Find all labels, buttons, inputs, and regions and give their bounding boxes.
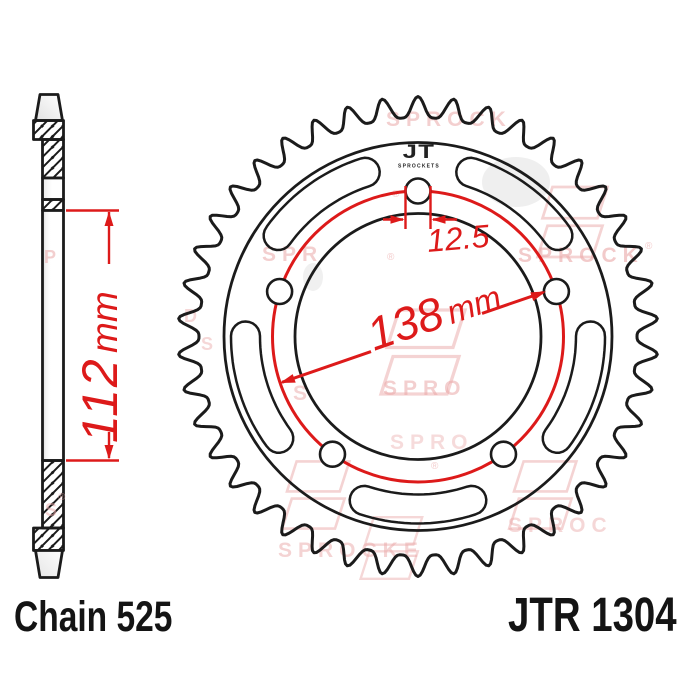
watermark-text: S: [201, 334, 213, 354]
lightening-slot: [455, 156, 574, 252]
watermark-logo-lower-shape: [358, 550, 420, 581]
watermark-jt-logo: [535, 185, 610, 259]
watermark-logo-upper-shape: [363, 515, 424, 546]
jt-logo-mark: JT: [403, 141, 436, 162]
chain-size-label: Chain 525: [14, 593, 173, 641]
arrowhead-down: [104, 445, 114, 460]
side-view-bottom-tooth: [34, 549, 64, 579]
bolt-hole: [265, 277, 294, 306]
watermark-jt-logo: [378, 308, 468, 396]
arrowhead-up: [104, 211, 114, 226]
side-view-top-tooth: [34, 93, 64, 122]
jt-logo-subtext: SPROCKETS: [398, 164, 440, 170]
bolt-hole: [489, 440, 518, 469]
sprocket-body-circle: [222, 141, 614, 532]
watermark-jt-logo: [358, 515, 424, 581]
watermark-registered-symbol: ®: [387, 252, 395, 263]
lightening-slot: [541, 320, 607, 454]
side-view-hatched-band: [41, 198, 65, 212]
inner-width-unit: mm: [84, 291, 125, 353]
background-smudges: [303, 157, 550, 291]
arrowhead-upper-right: [530, 291, 546, 301]
dimension-annotations: 112 mm 12.5 138 mm: [66, 186, 546, 462]
inner-width-value: 112: [72, 357, 128, 443]
watermark-logo-lower-shape: [378, 354, 462, 396]
arrowhead-right: [390, 215, 405, 224]
gray-smudge: [482, 157, 550, 207]
bolt-hole: [318, 440, 347, 469]
lightening-slot: [348, 484, 488, 525]
side-view-recess: [41, 176, 65, 201]
watermark-logo-upper-shape: [384, 308, 468, 350]
watermark-logo-lower-shape: [535, 224, 605, 259]
side-view-hatched-section: [41, 138, 65, 180]
watermark-registered-symbol: ®: [58, 492, 66, 503]
sprocket-teeth-outline: [177, 95, 659, 578]
watermark-jt-logo: [507, 460, 579, 530]
watermark-text: SPRO: [383, 377, 467, 400]
watermark-logo-lower-shape: [507, 497, 574, 530]
side-view-hatched-section: [32, 119, 65, 141]
bolt-circle-value: 138: [360, 286, 450, 360]
bolt-hole: [542, 277, 571, 306]
watermark-logo-lower-shape: [280, 497, 347, 530]
arrowhead-left: [431, 215, 446, 224]
center-bore-circle: [293, 212, 543, 461]
dimension-bolt-hole: 12.5: [383, 186, 491, 259]
watermark-text: SPROCK: [386, 108, 512, 131]
watermark-text: SPRO: [390, 431, 474, 454]
watermark-text: SPROCK: [518, 244, 644, 267]
watermark-jt-logo: [280, 460, 352, 530]
side-view-hatched-section: [32, 526, 65, 552]
watermark-logo-upper-shape: [512, 460, 579, 493]
bolt-circle-unit: mm: [442, 278, 506, 331]
watermark-registered-symbol: ®: [392, 189, 400, 200]
bolt-hole: [404, 177, 432, 205]
watermark-registered-symbol: ®: [645, 241, 653, 252]
lightening-slot: [229, 320, 295, 454]
part-number-label: JTR 1304: [508, 589, 677, 642]
jt-logo: JT SPROCKETS: [398, 141, 440, 170]
sprocket-front-view: [177, 95, 659, 578]
watermark-text: P: [44, 247, 56, 267]
lightening-slot: [262, 156, 381, 252]
watermark-text: S: [45, 500, 57, 520]
bolt-hole-value: 12.5: [425, 218, 490, 259]
sprocket-side-view: [32, 93, 65, 579]
watermark-logo-upper-shape: [540, 185, 610, 220]
watermark-text: SPROC: [508, 514, 613, 537]
watermark-registered-symbol: ®: [431, 461, 439, 472]
dimension-inner-width: 112 mm: [66, 209, 128, 462]
arrowhead-lower-left: [280, 374, 296, 383]
watermark-text: S: [293, 382, 313, 405]
